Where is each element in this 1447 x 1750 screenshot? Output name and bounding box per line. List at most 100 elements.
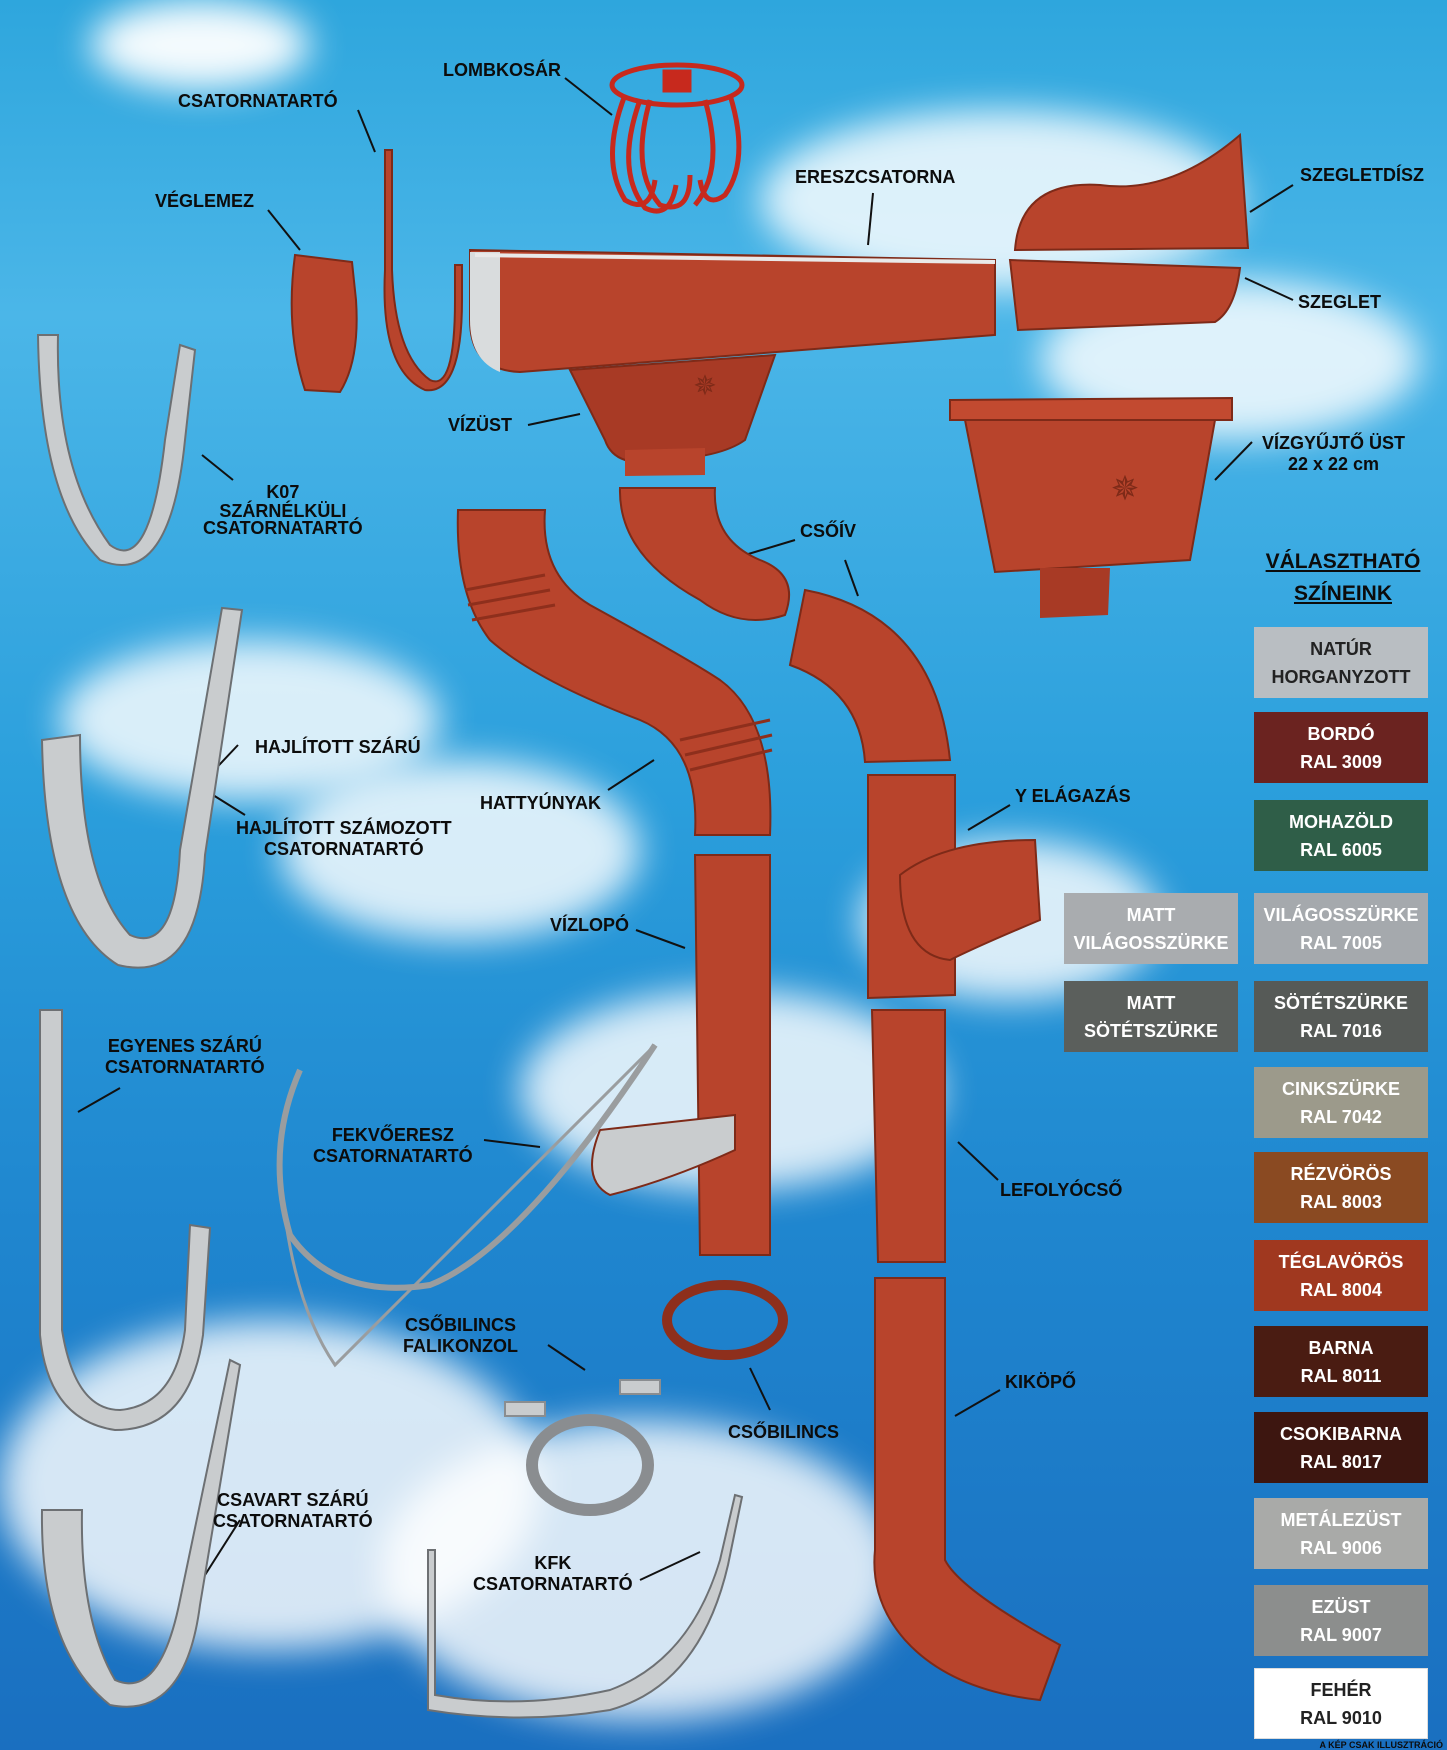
pipe-clamp [662, 1280, 788, 1360]
label-k07-line3: CSATORNATARTÓ [203, 518, 363, 538]
label-kfk-line2: CSATORNATARTÓ [473, 1574, 633, 1594]
svg-text:✵: ✵ [1111, 470, 1140, 508]
cloud [380, 1420, 900, 1720]
rain-diverter [591, 1113, 736, 1197]
label-bent-numbered-line2: CSATORNATARTÓ [264, 839, 424, 859]
twisted-hanger [40, 1358, 242, 1708]
leaf-basket [609, 62, 745, 214]
swatch-code: SÖTÉTSZÜRKE [1083, 1020, 1218, 1041]
outlet-funnel [568, 353, 777, 461]
elbow-top [618, 487, 790, 621]
color-swatch: NATÚR HORGANYZOTT [1254, 627, 1428, 698]
matt-color-swatch: MATT SÖTÉTSZÜRKE [1064, 981, 1238, 1052]
palette-title-line2: SZÍNEINK [1293, 582, 1392, 605]
kfk-hanger [427, 1493, 744, 1719]
swatch-name: MATT [1126, 904, 1176, 925]
sun-glow [90, 0, 310, 90]
color-swatch: BORDÓ RAL 3009 [1254, 712, 1428, 783]
color-swatch: FEHÉR RAL 9010 [1254, 1668, 1428, 1739]
shoe-outlet [873, 1277, 1062, 1702]
swatch-name: TÉGLAVÖRÖS [1278, 1251, 1404, 1272]
swatch-code: RAL 6005 [1300, 839, 1382, 860]
swatch-name: CSOKIBARNA [1279, 1423, 1402, 1444]
swatch-code: RAL 7016 [1300, 1020, 1382, 1041]
label-straight-hanger: EGYENES SZÁRÚ CSATORNATARTÓ [105, 1036, 265, 1078]
label-kfk-line1: KFK [534, 1553, 572, 1573]
swatch-code: HORGANYZOTT [1271, 666, 1411, 687]
color-swatch: TÉGLAVÖRÖS RAL 8004 [1254, 1240, 1428, 1311]
pipe-clamp-bracket [504, 1379, 661, 1516]
gutter-channel [469, 248, 996, 374]
label-clamp-bracket-line2: FALIKONZOL [403, 1336, 518, 1356]
label-corner-ornament: SZEGLETDÍSZ [1300, 165, 1425, 185]
swatch-name: BORDÓ [1307, 723, 1375, 744]
swatch-code: VILÁGOSSZÜRKE [1073, 932, 1229, 953]
label-fascia-line2: CSATORNATARTÓ [313, 1146, 473, 1166]
bent-hanger [40, 606, 244, 969]
swatch-name: RÉZVÖRÖS [1290, 1163, 1392, 1184]
corner-ornament [1013, 132, 1250, 252]
label-shoe: KIKÖPŐ [1005, 1372, 1077, 1392]
label-leaf-basket: LOMBKOSÁR [443, 60, 561, 80]
swatch-name: MATT [1126, 992, 1176, 1013]
downpipe-right [870, 1009, 946, 1263]
label-fascia-line1: FEKVŐERESZ [331, 1125, 454, 1145]
label-fascia-hanger: FEKVŐERESZ CSATORNATARTÓ [313, 1125, 473, 1167]
palette-title: VÁLASZTHATÓ SZÍNEINK [1248, 546, 1438, 610]
label-clamp-bracket: CSŐBILINCS FALIKONZOL [403, 1315, 518, 1357]
label-gutter-hanger: CSATORNATARTÓ [178, 91, 338, 111]
label-kfk: KFK CSATORNATARTÓ [473, 1553, 633, 1595]
label-end-cap: VÉGLEMEZ [155, 191, 255, 211]
swatch-code: RAL 9007 [1300, 1624, 1382, 1645]
cloud [280, 760, 640, 940]
swatch-name: NATÚR [1310, 638, 1372, 659]
label-collector-line2: 22 x 22 cm [1287, 454, 1380, 474]
swatch-name: SÖTÉTSZÜRKE [1273, 992, 1408, 1013]
swatch-name: MOHAZÖLD [1289, 811, 1393, 832]
label-straight-line2: CSATORNATARTÓ [105, 1057, 265, 1077]
straight-hanger [39, 1009, 212, 1432]
label-collector-line1: VÍZGYŰJTŐ ÜST [1262, 433, 1406, 453]
label-k07-line1: K07 [266, 482, 300, 502]
end-cap [290, 253, 358, 394]
color-swatch: METÁLEZÜST RAL 9006 [1254, 1498, 1428, 1569]
label-k07-line2: SZÁRNÉLKÜLI [219, 501, 347, 521]
color-swatch: RÉZVÖRÖS RAL 8003 [1254, 1152, 1428, 1223]
fascia-hanger [276, 1043, 658, 1291]
color-swatch: CINKSZÜRKE RAL 7042 [1254, 1067, 1428, 1138]
swatch-code: RAL 9010 [1300, 1707, 1382, 1728]
swatch-code: RAL 8017 [1300, 1451, 1382, 1472]
label-elbow: CSŐÍV [800, 521, 857, 541]
swatch-name: BARNA [1308, 1337, 1374, 1358]
swatch-code: RAL 8003 [1300, 1191, 1382, 1212]
swatch-code: RAL 8004 [1300, 1279, 1382, 1300]
matt-color-swatch: MATT VILÁGOSSZÜRKE [1064, 893, 1238, 964]
elbow-lower [788, 588, 952, 764]
label-pipe-clamp: CSŐBILINCS [728, 1422, 840, 1442]
swatch-code: RAL 9006 [1300, 1537, 1382, 1558]
label-bent-hanger: HAJLÍTOTT SZÁRÚ [255, 737, 421, 757]
swatch-code: RAL 7042 [1300, 1106, 1382, 1127]
label-corner: SZEGLET [1298, 292, 1382, 312]
color-swatch: MOHAZÖLD RAL 6005 [1254, 800, 1428, 871]
swatch-name: CINKSZÜRKE [1281, 1078, 1400, 1099]
label-bent-numbered-line1: HAJLÍTOTT SZÁMOZOTT [236, 818, 452, 838]
swatch-name: FEHÉR [1310, 1679, 1372, 1700]
y-branch-arm [898, 838, 1042, 962]
swatch-code: RAL 3009 [1300, 751, 1382, 772]
k07-hanger [36, 334, 197, 566]
color-swatch: CSOKIBARNA RAL 8017 [1254, 1412, 1428, 1483]
label-twisted-line1: CSAVART SZÁRÚ [217, 1490, 369, 1510]
label-rain-diverter: VÍZLOPÓ [550, 915, 630, 935]
downpipe-left [693, 854, 771, 1256]
label-collector-box: VÍZGYŰJTŐ ÜST 22 x 22 cm [1262, 433, 1405, 475]
swatch-name: METÁLEZÜST [1280, 1509, 1402, 1530]
label-straight-line1: EGYENES SZÁRÚ [107, 1036, 262, 1056]
label-y-branch: Y ELÁGAZÁS [1015, 786, 1131, 806]
illustration-note: A KÉP CSAK ILLUSZTRÁCIÓ [1319, 1740, 1443, 1750]
